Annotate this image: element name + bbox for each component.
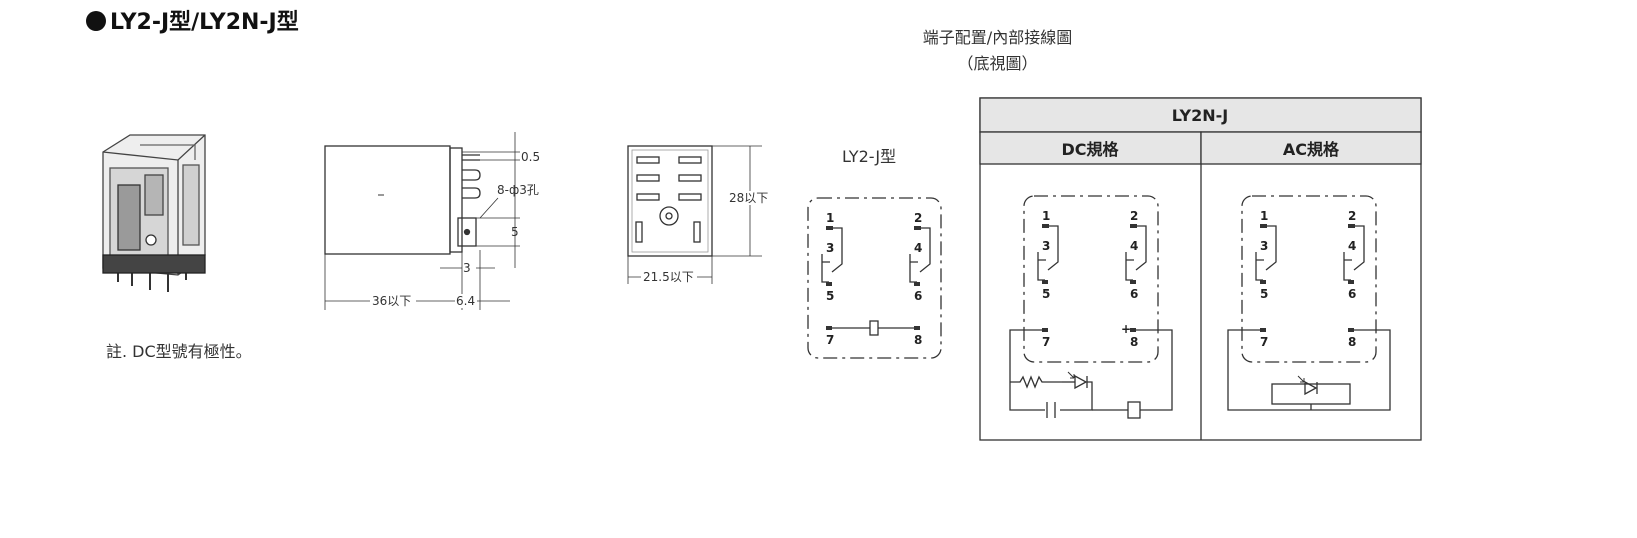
ac-terminal-3: 3 xyxy=(1260,239,1268,253)
config-caption-line1: 端子配置/內部接線圖 xyxy=(922,28,1073,47)
polarity-note: 註. DC型號有極性。 xyxy=(106,342,252,361)
dim-side-gap: 0.5 xyxy=(521,150,540,164)
dc-terminal-7: 7 xyxy=(1042,335,1050,349)
dc-column-header: DC規格 xyxy=(1061,140,1119,159)
dim-length: 36以下 xyxy=(372,294,411,308)
dim-hole: 8-ф3孔 xyxy=(497,183,539,197)
ac-terminal-1: 1 xyxy=(1260,209,1268,223)
ly2-terminal-6: 6 xyxy=(914,289,922,303)
dim-pin-offset: 3 xyxy=(463,261,471,275)
dc-terminal-1: 1 xyxy=(1042,209,1050,223)
relay-product-image xyxy=(102,134,206,292)
dc-terminal-4: 4 xyxy=(1130,239,1138,253)
page-title: LY2-J型/LY2N-J型 xyxy=(86,4,299,36)
ly2-terminal-2: 2 xyxy=(914,211,922,225)
ly2-wiring-diagram xyxy=(807,197,942,359)
bullet-icon xyxy=(86,11,106,31)
ly2-terminal-3: 3 xyxy=(826,241,834,255)
bottom-view-drawing xyxy=(627,145,762,284)
dc-plus-sign: + xyxy=(1121,322,1131,336)
dim-pitch: 5 xyxy=(511,225,519,239)
dc-terminal-6: 6 xyxy=(1130,287,1138,301)
dc-wiring-diagram xyxy=(1009,195,1173,419)
config-caption-line2: （底視圖） xyxy=(957,54,1038,73)
ac-terminal-7: 7 xyxy=(1260,335,1268,349)
ac-terminal-2: 2 xyxy=(1348,209,1356,223)
dim-pin-length: 6.4 xyxy=(456,294,475,308)
ly2-terminal-7: 7 xyxy=(826,333,834,347)
ac-terminal-5: 5 xyxy=(1260,287,1268,301)
title-text: LY2-J型/LY2N-J型 xyxy=(110,10,299,35)
side-view-drawing xyxy=(324,132,520,310)
ly2-terminal-5: 5 xyxy=(826,289,834,303)
dc-terminal-5: 5 xyxy=(1042,287,1050,301)
ac-terminal-8: 8 xyxy=(1348,335,1356,349)
dc-terminal-8: 8 xyxy=(1130,335,1138,349)
dc-terminal-2: 2 xyxy=(1130,209,1138,223)
config-caption: 端子配置/內部接線圖 （底視圖） xyxy=(905,24,1090,74)
ac-terminal-4: 4 xyxy=(1348,239,1356,253)
ly2n-table-header: LY2N-J xyxy=(1172,106,1228,125)
ly2-terminal-4: 4 xyxy=(914,241,922,255)
ac-wiring-diagram xyxy=(1227,195,1391,411)
dc-terminal-3: 3 xyxy=(1042,239,1050,253)
ly2-terminal-1: 1 xyxy=(826,211,834,225)
dim-height: 28以下 xyxy=(729,191,768,205)
ac-column-header: AC規格 xyxy=(1283,140,1340,159)
dim-width: 21.5以下 xyxy=(643,270,694,284)
ly2-label: LY2-J型 xyxy=(842,147,896,166)
ly2n-table-frame xyxy=(979,97,1422,441)
ac-terminal-6: 6 xyxy=(1348,287,1356,301)
ly2-terminal-8: 8 xyxy=(914,333,922,347)
